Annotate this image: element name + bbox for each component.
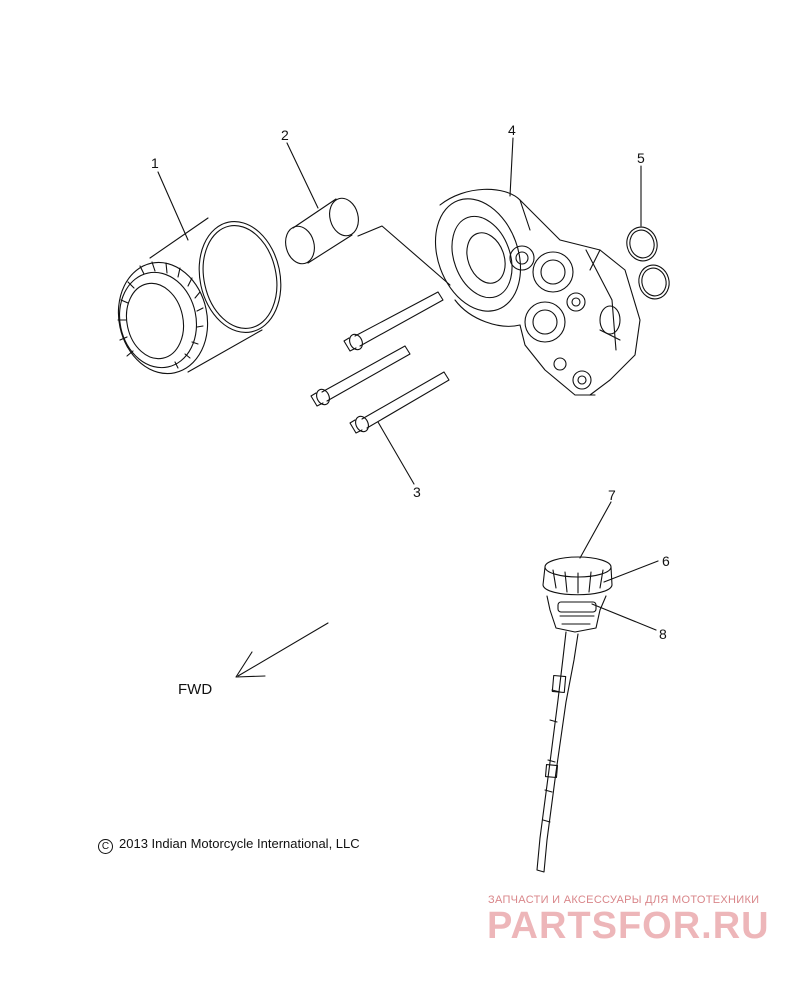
watermark-subtitle: ЗАПЧАСТИ И АКСЕССУАРЫ ДЛЯ МОТОТЕХНИКИ (488, 894, 760, 906)
copyright-symbol: C (98, 839, 113, 854)
fwd-label: FWD (178, 681, 212, 698)
callout-4: 4 (508, 122, 516, 138)
leader-lines (158, 138, 658, 630)
o-rings (623, 224, 673, 303)
callout-5: 5 (637, 150, 645, 166)
callout-7: 7 (608, 487, 616, 503)
dipstick-assembly (537, 557, 612, 872)
oil-filter (108, 214, 290, 382)
mounting-bolts (311, 292, 449, 434)
forward-arrow (236, 623, 328, 677)
copyright-text: 2013 Indian Motorcycle International, LL… (119, 836, 360, 851)
callout-3: 3 (413, 484, 421, 500)
filter-adapter-housing (421, 187, 640, 395)
filter-nipple (282, 195, 363, 267)
callout-1: 1 (151, 155, 159, 171)
callout-2: 2 (281, 127, 289, 143)
copyright-notice: C 2013 Indian Motorcycle International, L… (98, 836, 360, 854)
watermark-brand: PARTSFOR.RU (487, 905, 770, 947)
callout-6: 6 (662, 553, 670, 569)
callout-8: 8 (659, 626, 667, 642)
